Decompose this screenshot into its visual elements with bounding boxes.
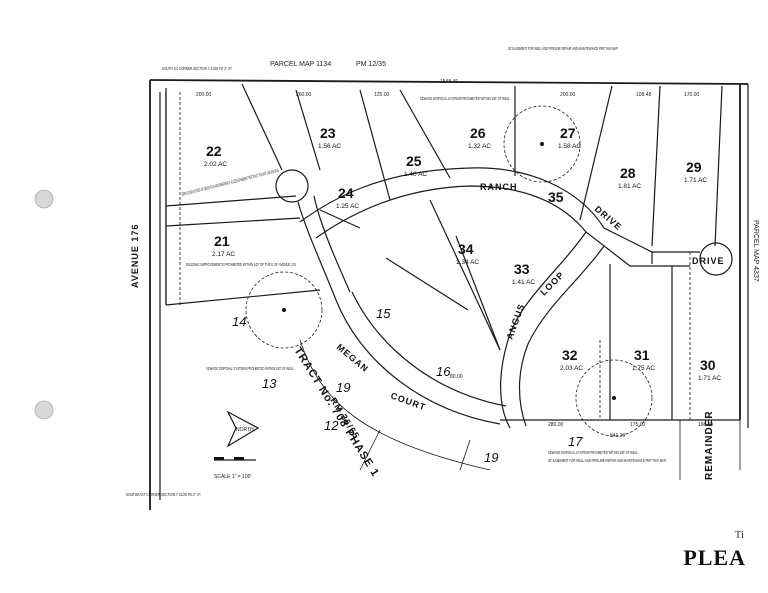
lot-number: 33 <box>514 261 530 277</box>
dim-80: 80.00 <box>450 374 463 380</box>
lot-number: 27 <box>560 125 576 141</box>
street-angus: ANGUS <box>504 302 526 341</box>
lot-31: 31 1.75 AC <box>632 347 655 372</box>
lot-27: 27 1.58 AC <box>558 125 581 150</box>
binder-hole-top <box>34 189 54 209</box>
lot-area: 1.40 AC <box>404 171 427 178</box>
lot-area: 1.32 AC <box>468 143 491 150</box>
dim-top-total: 1548.46 <box>440 79 458 85</box>
dim-260: 260.00 <box>296 92 312 98</box>
lot-number: 35 <box>548 189 564 205</box>
lot-34: 34 1.34 AC <box>456 241 479 266</box>
adj-lot-16: 16 <box>436 364 451 379</box>
parcel-map-right: PARCEL MAP 4337 <box>752 220 759 282</box>
dim-125: 125.00 <box>374 92 390 98</box>
street-drive-east: DRIVE <box>692 256 725 266</box>
lot-number: 23 <box>320 125 336 141</box>
lot-area: 2.02 AC <box>204 161 227 168</box>
lot-21: 21 2.17 AC <box>212 233 235 258</box>
lot-29: 29 1.71 AC <box>684 159 707 184</box>
lot-area: 1.75 AC <box>632 365 655 372</box>
lot-30: 30 1.71 AC <box>698 357 721 382</box>
lot-area: 2.17 AC <box>212 251 235 258</box>
adj-lot-14: 14 <box>232 314 246 329</box>
lot-number: 24 <box>338 185 354 201</box>
dim-10848: 108.48 <box>636 92 652 98</box>
dim-170: 170.00 <box>684 92 700 98</box>
dedication-note: IRREVOCABLE OFFER OF DEDICATION AND EMER… <box>181 168 279 197</box>
dim-200b: 200.00 <box>560 92 576 98</box>
lot-35: 35 <box>548 189 564 205</box>
building-note: BUILDING IMPROVEMENTS PROHIBITED WITHIN … <box>186 262 296 267</box>
north-arrow: NORTH <box>226 410 260 448</box>
well-circle-21 <box>245 271 323 349</box>
septic-note-left: SEWAGE DISPOSAL SYSTEMS PROHIBITED WITHI… <box>206 366 294 371</box>
corner-note-se: SOUTHEAST CORNER SECTION 7-21/26 FD 2" I… <box>126 492 201 497</box>
lot-area: 1.56 AC <box>318 143 341 150</box>
street-ranch: RANCH <box>480 182 518 192</box>
lot-22: 22 2.02 AC <box>204 143 227 168</box>
adj-lot-19b: 19 <box>484 450 498 465</box>
lot-area: 1.25 AC <box>336 203 359 210</box>
dim-175: 175.00 <box>630 422 646 428</box>
lot-number: 34 <box>458 241 474 257</box>
street-court: COURT <box>389 390 427 412</box>
lot-number: 25 <box>406 153 422 169</box>
lot-32: 32 2.03 AC <box>560 347 583 372</box>
lot-number: 26 <box>470 125 486 141</box>
adj-lot-17: 17 <box>568 434 583 449</box>
parcel-map-label: PARCEL MAP 1134 <box>270 61 331 68</box>
scale-label: SCALE 1" = 100' <box>214 474 251 480</box>
lot-33: 33 1.41 AC <box>512 261 535 286</box>
parcel-map-ref: PM 12/35 <box>356 61 386 68</box>
corner-watermark-text: PLEA <box>683 545 746 570</box>
lot-number: 21 <box>214 233 230 249</box>
dim-841: 841.29 <box>610 433 626 439</box>
dim-198: 198.29 <box>698 422 714 428</box>
dim-280: 280.00 <box>548 422 564 428</box>
lot-number: 32 <box>562 347 578 363</box>
lot-number: 28 <box>620 165 636 181</box>
street-avenue: AVENUE 176 <box>130 224 140 288</box>
lot-area: 1.34 AC <box>456 259 479 266</box>
lot-area: 1.71 AC <box>684 177 707 184</box>
adj-lot-19a: 19 <box>336 380 350 395</box>
adj-lot-13: 13 <box>262 376 277 391</box>
binder-hole-bottom <box>34 400 54 420</box>
lot-number: 29 <box>686 159 702 175</box>
septic-note-bottom: SEWAGE DISPOSAL SYSTEMS PROHIBITED WITHI… <box>548 450 638 455</box>
lot-area: 1.81 AC <box>618 183 641 190</box>
lot-24: 24 1.25 AC <box>336 185 359 210</box>
septic-note-top: SEWAGE DISPOSAL SYSTEMS PROHIBITED WITHI… <box>420 96 510 101</box>
easement-note-top: 20' EASEMENT FOR WELL AND PIPELINE REPAI… <box>508 46 618 51</box>
adj-lot-15: 15 <box>376 306 391 321</box>
lot-number: 31 <box>634 347 650 363</box>
lot-area: 1.58 AC <box>558 143 581 150</box>
well-circle-26 <box>503 105 581 183</box>
lot-area: 2.03 AC <box>560 365 583 372</box>
remainder-label: REMAINDER <box>704 410 715 480</box>
street-megan: MEGAN <box>335 342 371 374</box>
lot-lines <box>165 83 733 471</box>
lot-area: 1.71 AC <box>698 375 721 382</box>
easement-note-bottom: 20' EASEMENT FOR WELL AND PIPELINE REPAI… <box>548 458 666 463</box>
lot-23: 23 1.56 AC <box>318 125 341 150</box>
adj-lot-12: 12 <box>324 418 339 433</box>
tract-boundary <box>149 79 749 510</box>
lot-number: 22 <box>206 143 222 159</box>
north-label: NORTH <box>236 427 254 433</box>
lot-28: 28 1.81 AC <box>618 165 641 190</box>
lot-area: 1.41 AC <box>512 279 535 286</box>
dim-200a: 200.00 <box>196 92 212 98</box>
scale-bar: SCALE 1" = 100' <box>214 457 256 480</box>
lot-25: 25 1.40 AC <box>404 153 427 178</box>
corner-fragment-text: Ti <box>734 529 744 541</box>
lot-number: 30 <box>700 357 716 373</box>
well-radius-circles <box>245 105 653 437</box>
well-circle-31 <box>575 359 653 437</box>
corner-note-ne: SOUTH 1/4 CORNER SECTION 7-21/26 FD 2" I… <box>162 66 232 71</box>
lot-26: 26 1.32 AC <box>468 125 491 150</box>
